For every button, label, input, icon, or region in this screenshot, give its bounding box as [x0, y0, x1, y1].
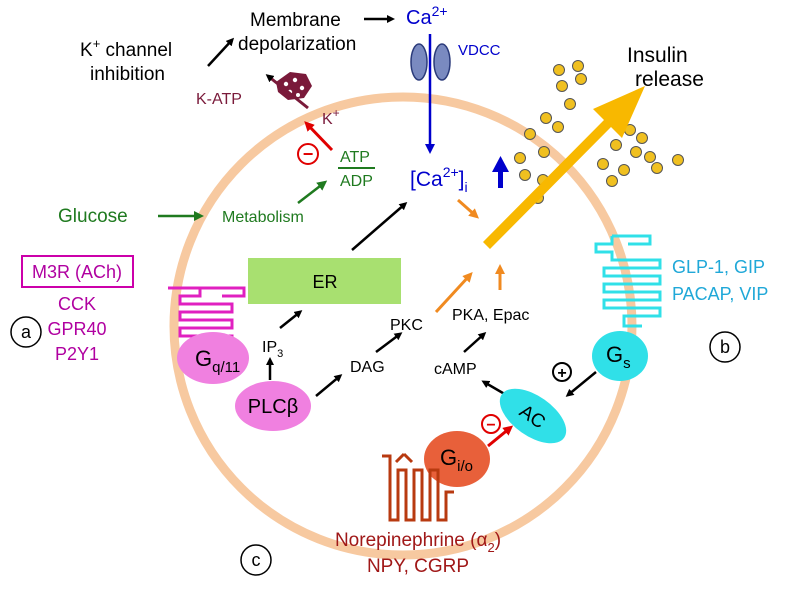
glp1-label-line1: GLP-1, GIP — [672, 257, 765, 277]
intracellular-calcium-label: [Ca2+]i — [410, 164, 468, 195]
calcium-extracellular-label: Ca2+ — [406, 3, 448, 29]
arrow-metabolism-to-atp — [297, 180, 328, 204]
gpr40-label: GPR40 — [47, 319, 106, 339]
panel-a-marker: a — [10, 316, 42, 348]
minus-symbol-katp: − — [297, 143, 319, 165]
gio-label: Gi/o — [440, 445, 473, 475]
gs-label: Gs — [606, 342, 631, 372]
svg-text:a: a — [21, 322, 32, 342]
p2y1-label: P2Y1 — [55, 344, 99, 364]
svg-text:−: − — [486, 417, 495, 434]
norepinephrine-label-line1: Norepinephrine (α2) — [335, 530, 501, 555]
arrow-plc-to-dag — [315, 374, 343, 397]
membrane-depolarization-label-line1: Membrane — [250, 10, 341, 31]
katp-label: K-ATP — [196, 91, 242, 108]
k-ion-label: K+ — [322, 106, 340, 128]
gq-label: Gq/11 — [195, 346, 240, 376]
arrow-atp-inhibits-katp — [304, 121, 334, 152]
katp-channel-icon — [276, 72, 312, 100]
insulin-release-label-line2: release — [635, 68, 704, 91]
metabolism-label: Metabolism — [222, 209, 304, 226]
k-channel-inhibition-label-line2: inhibition — [90, 64, 165, 85]
gio-receptor-icon — [382, 452, 454, 522]
arrow-pkc-to-release — [434, 272, 473, 314]
insulin-release-label-line1: Insulin — [627, 44, 688, 67]
svg-text:+: + — [557, 365, 566, 382]
arrow-gio-inhibits-ac — [487, 425, 514, 448]
svg-text:c: c — [252, 550, 261, 570]
adenylyl-cyclase — [499, 388, 567, 444]
er-label: ER — [312, 272, 337, 292]
ip3-label: IP3 — [262, 339, 283, 360]
arrow-k-efflux — [265, 74, 309, 110]
vdcc-channel-icon — [410, 43, 451, 81]
insulin-granules — [514, 60, 684, 204]
svg-text:b: b — [720, 337, 730, 357]
plus-symbol-gs: + — [552, 362, 572, 382]
arrow-gs-to-ac — [565, 371, 597, 397]
norepinephrine-label-line2: NPY, CGRP — [367, 556, 469, 577]
pka-epac-label: PKA, Epac — [452, 307, 529, 324]
arrow-ip3-to-er — [279, 310, 303, 329]
m3r-box — [21, 255, 134, 288]
svg-text:−: − — [303, 144, 314, 164]
glucose-label: Glucose — [58, 206, 128, 227]
k-channel-inhibition-label: K+ channel — [80, 36, 172, 61]
membrane-depolarization-label-line2: depolarization — [238, 34, 356, 55]
gs-receptor-icon — [594, 234, 662, 328]
gs-protein — [592, 331, 648, 381]
panel-b-marker: b — [709, 331, 741, 363]
gq-protein — [177, 332, 249, 384]
calcium-increase-arrow-icon — [492, 156, 509, 188]
adp-label: ADP — [340, 173, 373, 190]
minus-symbol-gio: − — [481, 414, 501, 434]
arrow-camp-to-pka — [463, 331, 487, 353]
cck-label: CCK — [58, 294, 96, 314]
arrow-er-to-calcium — [351, 202, 408, 251]
er-compartment — [248, 258, 401, 304]
pkc-label: PKC — [390, 317, 423, 334]
m3r-label: M3R (ACh) — [32, 262, 122, 282]
camp-label: cAMP — [434, 361, 477, 378]
gio-protein — [424, 431, 490, 487]
atp-label: ATP — [340, 149, 370, 166]
arrow-dag-to-pkc — [375, 332, 403, 353]
arrow-k-to-depolarization — [207, 37, 235, 67]
plc-beta-enzyme — [235, 381, 311, 431]
panel-c-marker: c — [240, 544, 272, 576]
glp1-label-line2: PACAP, VIP — [672, 284, 768, 304]
vdcc-label: VDCC — [458, 42, 501, 59]
arrow-calcium-to-release — [457, 198, 479, 219]
plc-beta-label: PLCβ — [248, 396, 298, 418]
insulin-release-arrow — [483, 86, 645, 249]
dag-label: DAG — [350, 359, 385, 376]
